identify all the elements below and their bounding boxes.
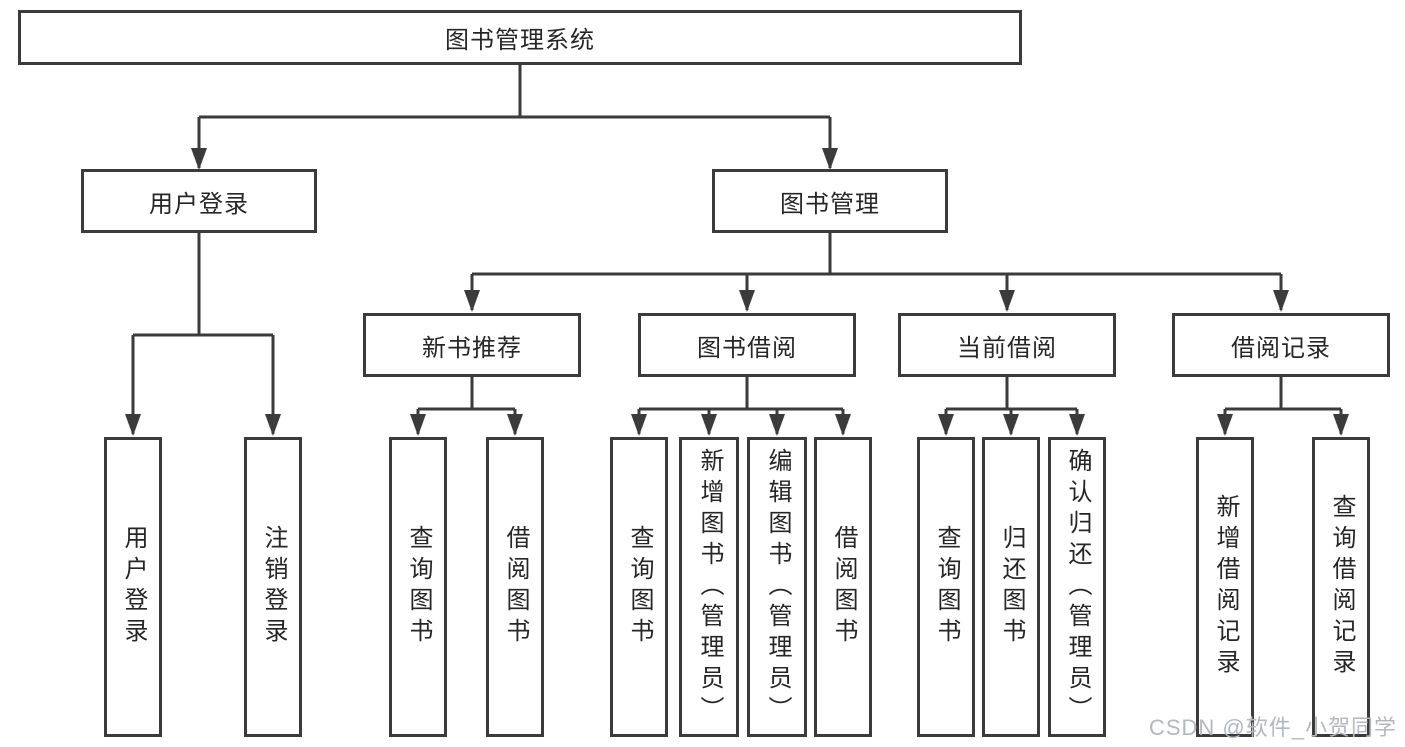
leaf-recommend-borrow-book: 借阅图书 [486,437,544,737]
leaf-logout-login-label: 注销登录 [260,525,287,649]
connector-book-mgmt-split [470,233,1283,310]
node-user-login: 用户登录 [81,169,317,233]
arrowheads [125,148,1349,436]
connector-records-split [1223,377,1343,434]
node-new-book-recommend-label: 新书推荐 [422,334,522,362]
leaf-borrow-add-book-admin-label: 新增图书（管理员） [696,447,723,727]
node-current-borrow: 当前借阅 [898,313,1116,377]
node-borrow-records-label: 借阅记录 [1231,334,1331,362]
node-current-borrow-label: 当前借阅 [957,334,1057,362]
node-book-borrow-label: 图书借阅 [697,334,797,362]
leaf-records-add-record-label: 新增借阅记录 [1212,494,1239,680]
csdn-watermark: CSDN @软件_小贺同学 [1148,715,1397,740]
leaf-current-query-book-label: 查询图书 [933,525,960,649]
leaf-borrow-borrow-book-label: 借阅图书 [830,525,857,649]
connector-recommend-split [416,377,517,434]
leaf-current-query-book: 查询图书 [917,437,975,737]
leaf-current-confirm-return-admin: 确认归还（管理员） [1048,437,1106,737]
node-new-book-recommend: 新书推荐 [363,313,581,377]
leaf-current-confirm-return-admin-label: 确认归还（管理员） [1064,447,1091,727]
node-book-borrow: 图书借阅 [638,313,856,377]
leaf-recommend-borrow-book-label: 借阅图书 [502,525,529,649]
leaf-borrow-borrow-book: 借阅图书 [814,437,872,737]
node-user-login-label: 用户登录 [149,190,249,218]
node-book-management-label: 图书管理 [780,190,880,218]
leaf-current-return-book-label: 归还图书 [998,525,1025,649]
leaf-borrow-edit-book-admin-label: 编辑图书（管理员） [764,447,791,727]
leaf-recommend-query-book-label: 查询图书 [405,525,432,649]
leaf-records-query-record-label: 查询借阅记录 [1328,494,1355,680]
leaf-user-login-label: 用户登录 [120,525,147,649]
leaf-borrow-add-book-admin: 新增图书（管理员） [679,437,739,737]
node-book-management: 图书管理 [712,169,948,233]
connector-root-split [197,65,832,168]
leaf-borrow-query-book: 查询图书 [610,437,668,737]
leaf-user-login: 用户登录 [104,437,162,737]
leaf-borrow-query-book-label: 查询图书 [626,525,653,649]
leaf-logout-login: 注销登录 [244,437,302,737]
leaf-borrow-edit-book-admin: 编辑图书（管理员） [747,437,807,737]
node-borrow-records: 借阅记录 [1172,313,1390,377]
connector-borrow-split [637,377,845,434]
leaf-records-query-record: 查询借阅记录 [1312,437,1370,737]
leaf-recommend-query-book: 查询图书 [389,437,447,737]
node-root: 图书管理系统 [18,10,1022,65]
node-root-label: 图书管理系统 [445,27,595,54]
leaf-records-add-record: 新增借阅记录 [1196,437,1254,737]
leaf-current-return-book: 归还图书 [982,437,1040,737]
connector-user-login-split [131,233,275,434]
